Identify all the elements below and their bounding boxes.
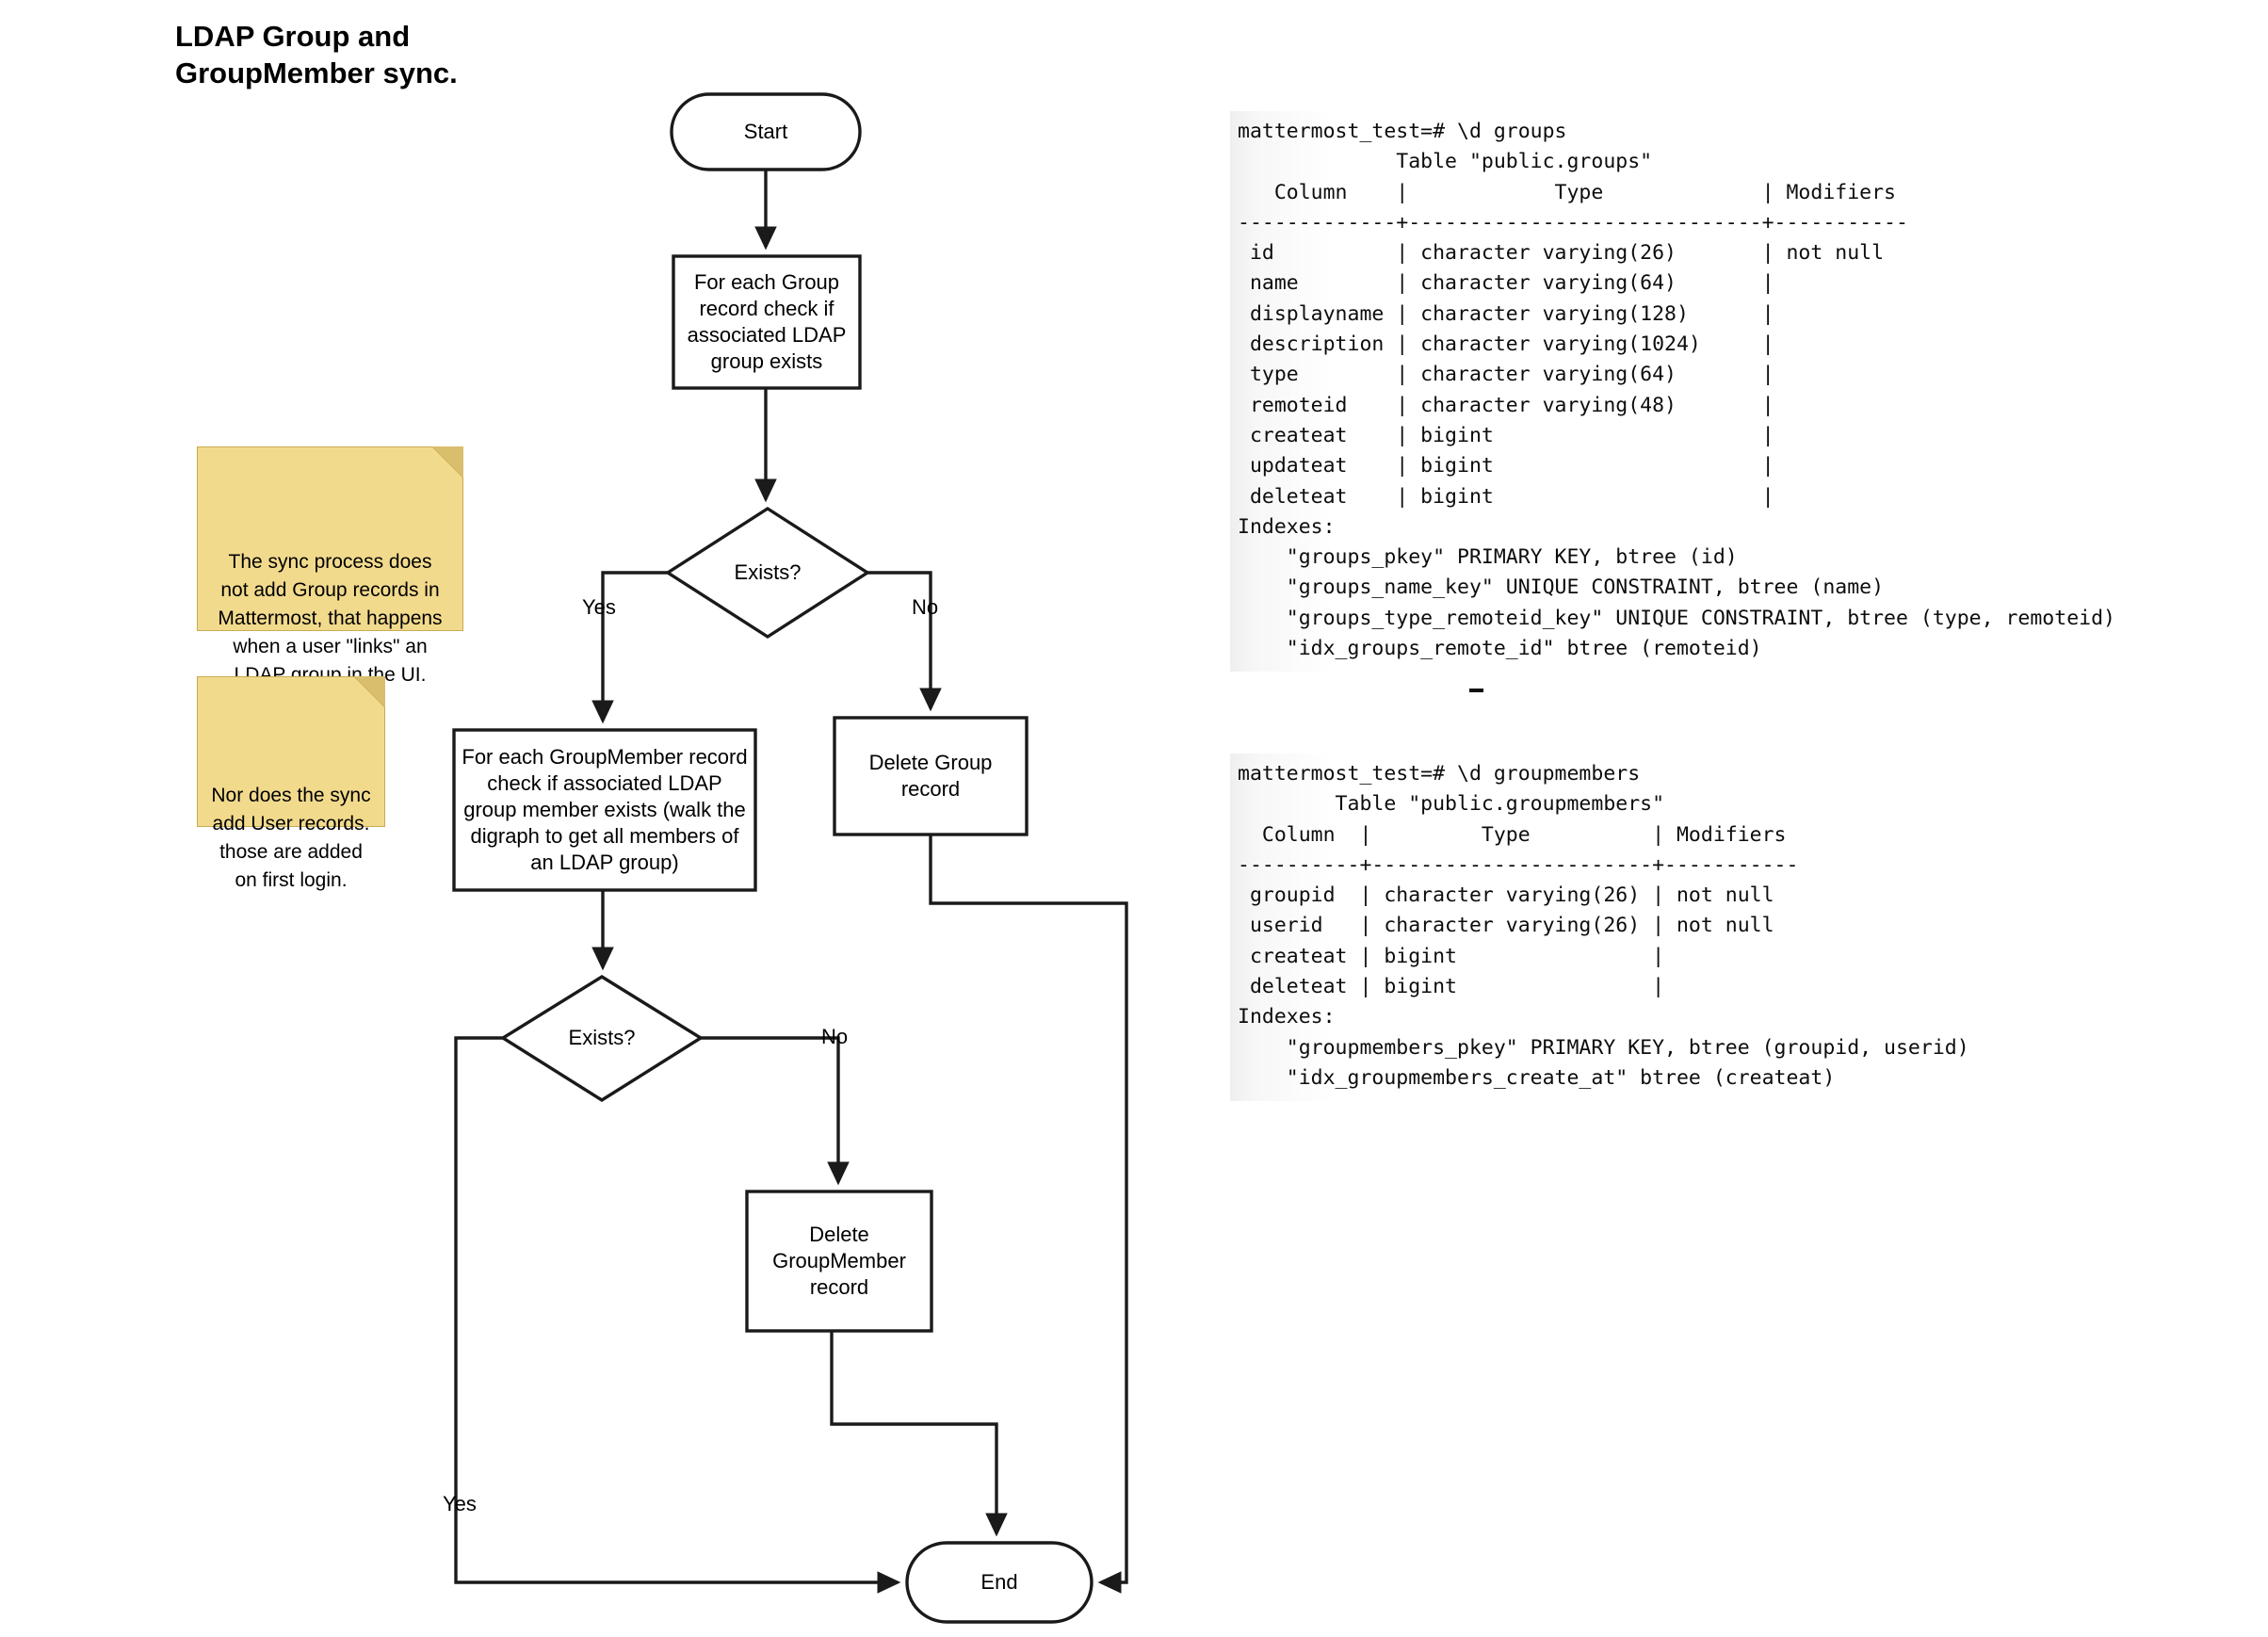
node-exists-1-shape <box>664 506 871 640</box>
terminal-output-groups: mattermost_test=# \d groups Table "publi… <box>1230 111 2228 673</box>
note-group-records-text: The sync process does not add Group reco… <box>218 551 443 686</box>
node-delete-member-shape <box>745 1190 933 1333</box>
note-user-records-text: Nor does the sync add User records. thos… <box>211 785 371 891</box>
edge-label-exists2-no: No <box>821 1025 849 1048</box>
terminal-output-groupmembers: mattermost_test=# \d groupmembers Table … <box>1230 754 2228 1102</box>
node-for-each-group-shape <box>672 254 862 390</box>
edge-label-exists1-yes: Yes <box>582 595 616 619</box>
edge-exists1-yes <box>591 571 668 724</box>
node-for-each-member-shape <box>452 728 757 892</box>
edge-exists1-no <box>867 571 942 712</box>
edge-label-exists1-no: No <box>912 595 939 619</box>
node-start-shape <box>670 92 862 171</box>
edge-exists2-no <box>701 1036 850 1186</box>
edge-deletemember-to-end <box>830 1331 1008 1537</box>
node-end-shape <box>905 1541 1094 1624</box>
edge-exists2-yes <box>454 1036 901 1594</box>
note-user-records: Nor does the sync add User records. thos… <box>197 676 385 891</box>
edge-deletegroup-to-end <box>929 835 1128 1594</box>
page-title: LDAP Group and GroupMember sync. <box>175 20 458 89</box>
terminal-cursor-dash-icon <box>1469 689 1483 692</box>
edge-label-exists2-yes: Yes <box>443 1492 477 1515</box>
note-group-records: The sync process does not add Group reco… <box>197 446 463 686</box>
note-fold-inner-icon <box>354 676 385 707</box>
note-fold-inner-icon <box>432 446 463 478</box>
node-exists-2-shape <box>499 975 705 1103</box>
node-delete-group-shape <box>833 716 1029 836</box>
